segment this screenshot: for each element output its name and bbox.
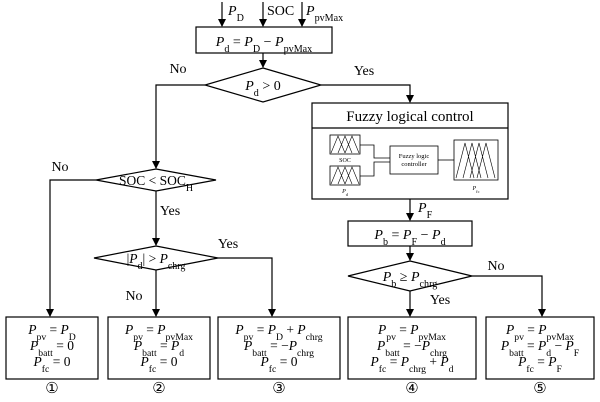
mf-pd-box <box>329 165 361 186</box>
pd-calc-box <box>195 26 333 54</box>
input-soc-label: SOC <box>267 4 294 19</box>
arrow-pb-no <box>472 275 546 317</box>
input-pd-label: PD <box>227 4 244 24</box>
mf-soc-label: SOC <box>339 158 351 164</box>
pb-calc-text: Pb = PF − Pd <box>373 228 445 248</box>
arrow-pd-no <box>152 84 205 169</box>
outcome-number-5: ⑤ <box>533 381 546 397</box>
label-no-4: No <box>487 259 504 274</box>
decision-soc-text: SOC < SOCH <box>119 173 193 194</box>
outcome-number-1: ① <box>45 381 58 397</box>
outcome-1-line-2: Pbatt = 0 <box>29 338 74 359</box>
label-no-1: No <box>169 62 186 77</box>
outcome-2-line-1: Ppv = PpvMax <box>124 322 193 343</box>
label-no-2: No <box>51 160 68 175</box>
mf-soc-box <box>329 134 361 155</box>
outcome-4-line-2: Pbatt = −Pchrg <box>376 338 447 359</box>
outcome-4-line-3: Pfc = Pchrg + Pd <box>370 354 454 375</box>
pf-label: PF <box>417 201 433 221</box>
outcome-2-line-2: Pbatt = Pd <box>133 338 184 359</box>
label-no-3: No <box>125 289 142 304</box>
fuzzy-inner-diagram <box>329 134 499 186</box>
controller-line2: controller <box>401 161 427 168</box>
outcome-3-line-1: Ppv = PD + Pchrg <box>234 322 322 343</box>
mf-out-label: Pfc <box>471 186 479 194</box>
decision-pb-text: Pb ≥ Pchrg <box>382 270 438 290</box>
outcome-5-line-1: Ppv = PpvMax <box>505 322 574 343</box>
outcome-2-line-3: Pfc = 0 <box>140 354 178 375</box>
decision-abs-text: |Pd| > Pchrg <box>127 251 186 272</box>
outcome-3-line-3: Pfc = 0 <box>260 354 298 375</box>
outcome-number-3: ③ <box>272 381 285 397</box>
outcome-1-line-3: Pfc = 0 <box>33 354 71 375</box>
controller-line1: Fuzzy logic <box>399 153 430 160</box>
decision-pd-positive <box>202 67 324 103</box>
mf-pd-label: Pd <box>341 189 349 197</box>
outcome-box-3 <box>217 316 341 380</box>
outcome-box-4 <box>347 316 477 380</box>
outcome-number-2: ② <box>152 381 165 397</box>
input-pvmax-label: PpvMax <box>305 4 343 24</box>
outcome-box-5 <box>485 316 595 380</box>
outcome-box-1 <box>5 316 99 380</box>
label-yes-2: Yes <box>160 204 180 219</box>
outcome-3-line-2: Pbatt = −Pchrg <box>243 338 314 359</box>
fuzzy-title: Fuzzy logical control <box>346 109 473 125</box>
arrow-soc-no <box>46 179 96 317</box>
arrow-pd-yes <box>321 84 414 103</box>
outcome-box-2 <box>107 316 211 380</box>
outcome-number-4: ④ <box>405 381 418 397</box>
fuzzy-controller-block <box>389 145 439 175</box>
outcome-5-line-2: Pbatt = Pd − PF <box>500 338 580 359</box>
outcome-4-line-1: Ppv = PpvMax <box>377 322 446 343</box>
decision-pd-text: Pd > 0 <box>244 79 281 99</box>
label-yes-1: Yes <box>354 64 374 79</box>
label-yes-4: Yes <box>430 293 450 308</box>
label-yes-3: Yes <box>218 237 238 252</box>
arrow-abs-yes <box>218 257 276 317</box>
outcome-1-line-1: Ppv = PD <box>27 322 76 343</box>
outcome-5-line-3: Pfc = PF <box>517 354 562 375</box>
pd-calc-text: Pd = PD − PpvMax <box>215 35 312 55</box>
mf-output-box <box>453 139 499 181</box>
